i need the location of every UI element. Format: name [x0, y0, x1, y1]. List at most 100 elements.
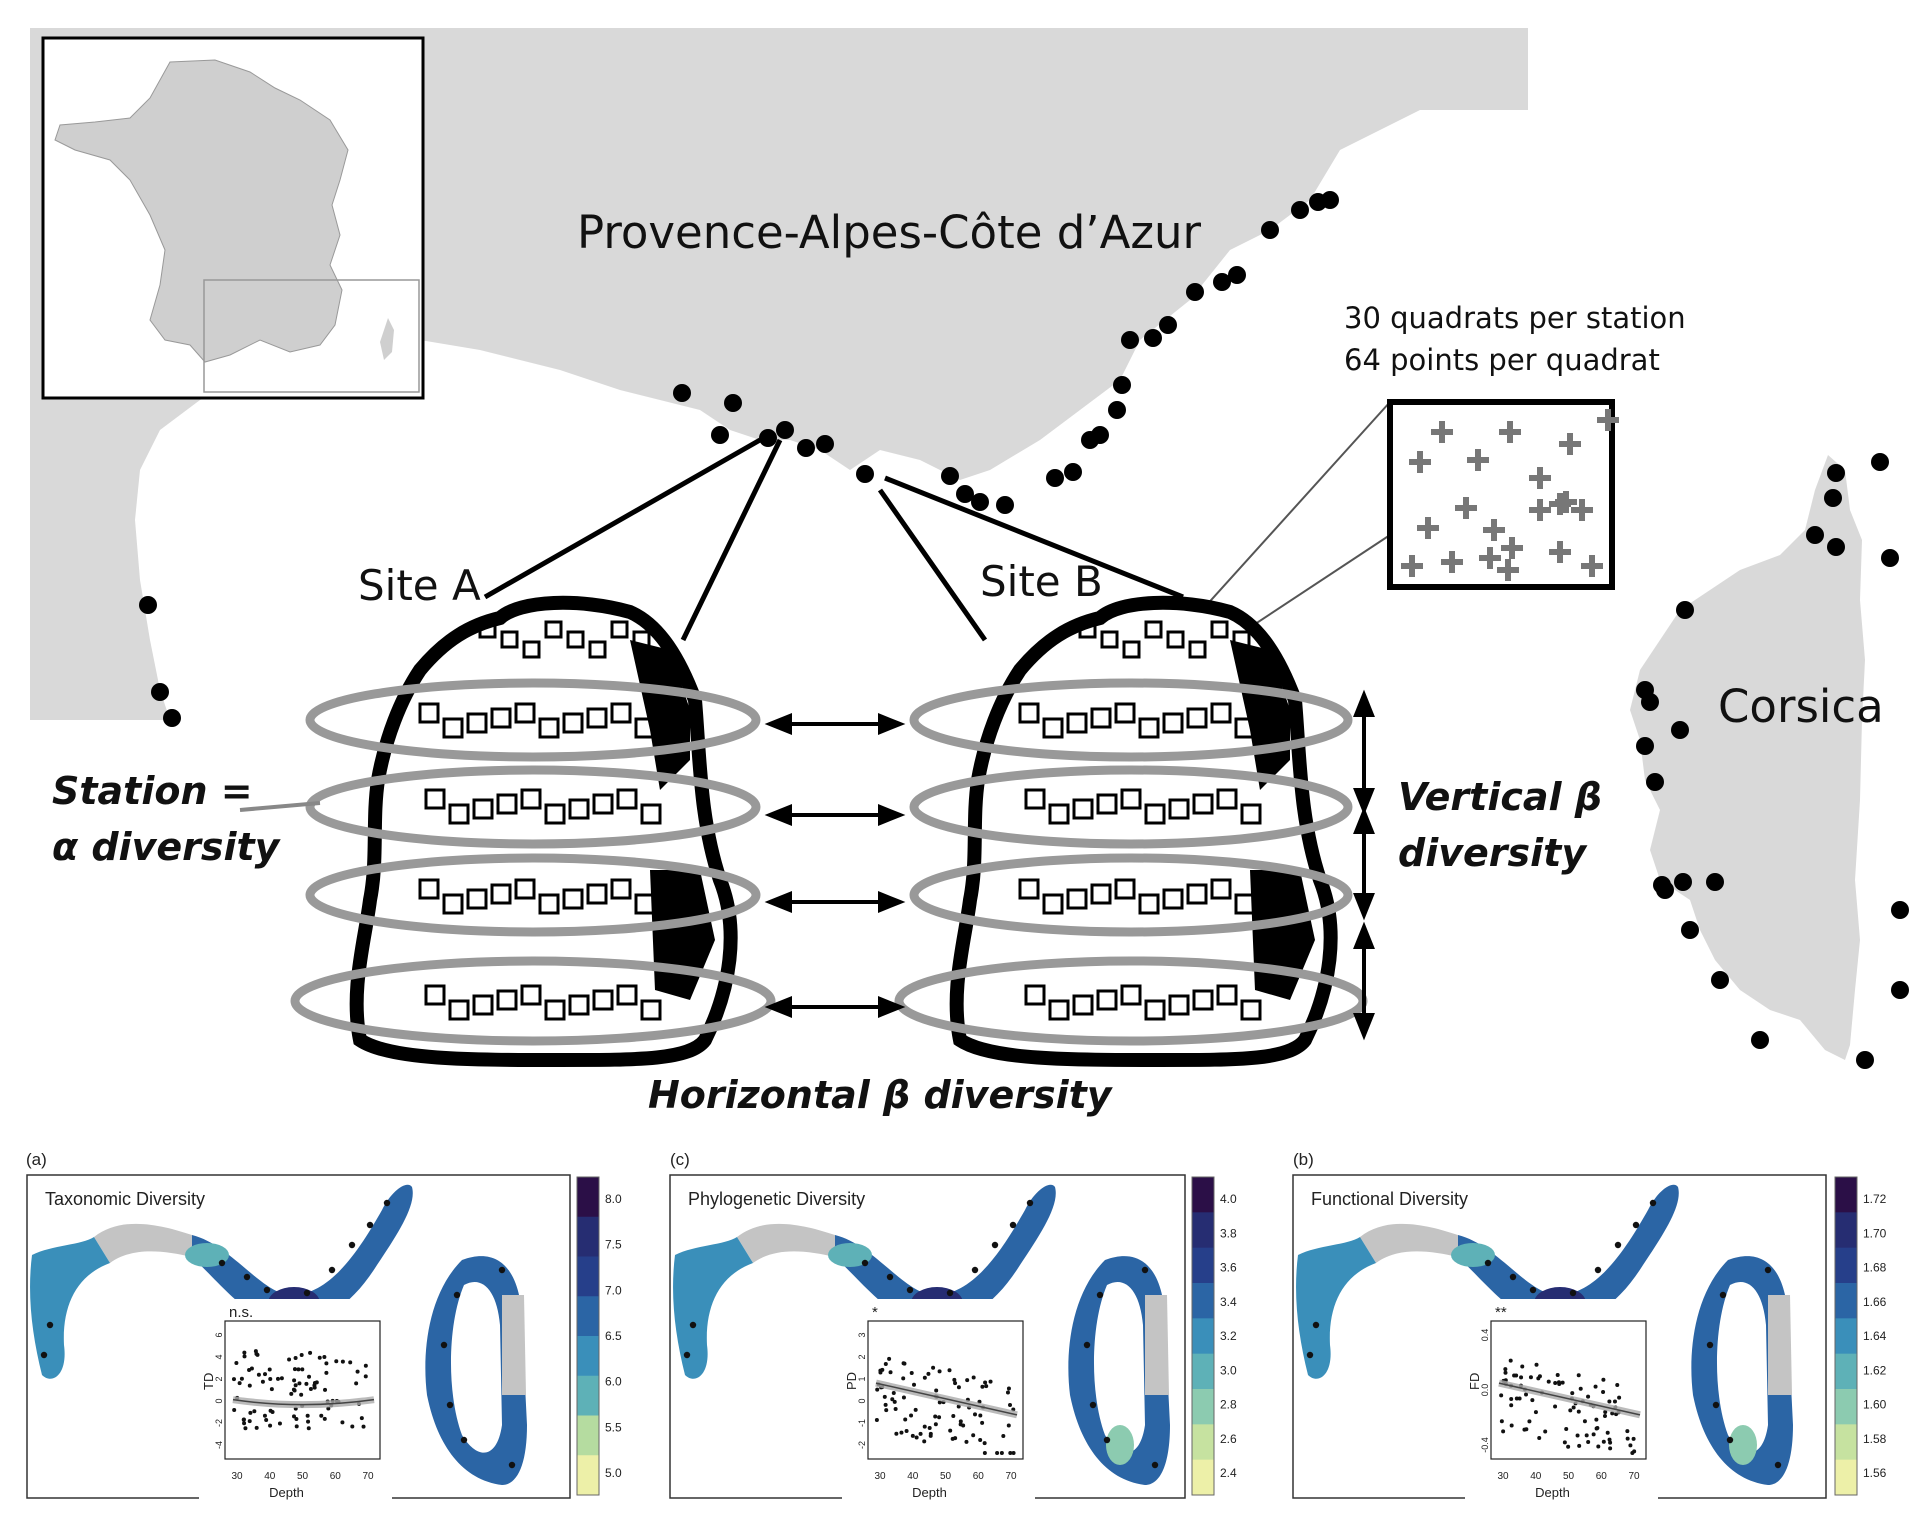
horizontal-arrows — [764, 713, 906, 1018]
scatter-point — [880, 1367, 885, 1372]
scatter-point — [1630, 1451, 1635, 1455]
sample-point-cross — [1431, 421, 1453, 443]
sample-point-cross — [1417, 517, 1439, 539]
quadrat-square — [1234, 893, 1256, 915]
scatter-point — [279, 1376, 284, 1381]
legend-tick-label: 5.5 — [605, 1420, 622, 1434]
scatter-point — [237, 1381, 242, 1386]
quadrat-square — [544, 803, 566, 825]
scatter-point — [901, 1395, 906, 1400]
scatter-point — [899, 1430, 904, 1435]
scatter-point — [1001, 1433, 1006, 1438]
scatter-point — [1596, 1444, 1601, 1449]
quadrat-square — [520, 984, 542, 1006]
scatter-point — [1601, 1389, 1606, 1394]
quadrat-square — [448, 803, 470, 825]
west-coast-band — [1296, 1237, 1376, 1379]
scatter-point — [903, 1417, 908, 1422]
scatter-xtick: 30 — [1497, 1471, 1509, 1482]
quadrat-square — [1232, 630, 1251, 649]
sample-point-cross — [1529, 467, 1551, 489]
scatter-point — [1501, 1429, 1506, 1434]
scatter-point — [299, 1392, 304, 1397]
scatter-point — [324, 1370, 329, 1375]
scatter-point — [937, 1415, 942, 1420]
scatter-point — [1608, 1440, 1613, 1445]
panel-title: Functional Diversity — [1311, 1189, 1468, 1209]
scatter-point — [1594, 1426, 1599, 1431]
legend-frame — [576, 1176, 600, 1496]
quadrat-square — [1114, 878, 1136, 900]
scatter-point — [232, 1407, 237, 1412]
scatter-point — [297, 1381, 302, 1386]
scatter-point — [292, 1378, 297, 1383]
site-dot — [1774, 1461, 1782, 1469]
scatter-point — [982, 1441, 987, 1446]
scatter-point — [1591, 1432, 1596, 1437]
scatter-xtick: 40 — [907, 1471, 919, 1482]
legend-swatch — [577, 1336, 599, 1377]
south-coast-band — [1458, 1184, 1679, 1325]
scatter-ylabel: FD — [1467, 1373, 1482, 1390]
legend-swatch — [1192, 1247, 1214, 1284]
scatter-point — [304, 1381, 309, 1386]
scatter-point — [1509, 1403, 1514, 1408]
scatter-point — [933, 1422, 938, 1427]
scatter-point — [1607, 1437, 1612, 1442]
scatter-point — [972, 1412, 977, 1417]
panel-letter: (c) — [670, 1150, 690, 1169]
scatter-point — [1577, 1443, 1582, 1448]
scatter-point — [1509, 1397, 1514, 1402]
legend-tick-label: 1.62 — [1863, 1363, 1887, 1377]
site-dot — [1569, 1289, 1577, 1297]
site-dot — [498, 1266, 506, 1274]
scatter-point — [253, 1349, 258, 1354]
quadrat-square — [588, 640, 607, 659]
quadrat-square — [490, 883, 512, 905]
scatter-point — [317, 1355, 322, 1360]
scatter-xtick: 40 — [1530, 1471, 1542, 1482]
legend-tick-label: 5.0 — [605, 1466, 622, 1480]
scatter-point — [1006, 1423, 1011, 1428]
scatter-point — [324, 1361, 329, 1366]
region-label: Provence-Alpes-Côte d’Azur — [577, 206, 1202, 259]
scatter-point — [1546, 1379, 1551, 1384]
legend-tick-label: 1.56 — [1863, 1466, 1887, 1480]
scatter-point — [1006, 1386, 1011, 1391]
scatter-point — [263, 1372, 268, 1377]
legend-tick-label: 8.0 — [605, 1192, 622, 1206]
legend-tick-label: 2.4 — [1220, 1466, 1237, 1480]
corsica-grey-band — [1145, 1295, 1169, 1395]
scatter-point — [247, 1383, 252, 1388]
site-dot — [1712, 1401, 1720, 1409]
scatter-point — [1571, 1405, 1576, 1410]
quadrat-square — [566, 630, 585, 649]
scatter-xtick: 50 — [297, 1471, 309, 1482]
site-dot — [218, 1259, 226, 1267]
quadrat-square — [610, 620, 629, 639]
scatter-point — [247, 1419, 252, 1424]
quadrat-square — [1234, 717, 1256, 739]
scatter-point — [978, 1438, 983, 1443]
scatter-point — [953, 1381, 958, 1386]
sample-point-cross — [1549, 493, 1571, 515]
legend-tick-label: 3.6 — [1220, 1261, 1237, 1275]
scatter-point — [1610, 1411, 1615, 1416]
scatter-point — [978, 1413, 983, 1418]
scatter-point — [884, 1408, 889, 1413]
scatter-point — [242, 1421, 247, 1426]
site-dot — [453, 1291, 461, 1299]
scatter-point — [933, 1414, 938, 1419]
legend-swatch — [1192, 1424, 1214, 1461]
scatter-point — [1534, 1362, 1539, 1367]
site-dot — [689, 1321, 697, 1329]
scatter-point — [1527, 1419, 1532, 1424]
scatter-point — [306, 1426, 311, 1431]
scatter-point — [350, 1424, 355, 1429]
quadrat-square — [478, 620, 497, 639]
scatter-xlabel: Depth — [269, 1485, 304, 1500]
scatter-point — [254, 1425, 259, 1430]
scatter-ytick: 2 — [214, 1376, 224, 1381]
